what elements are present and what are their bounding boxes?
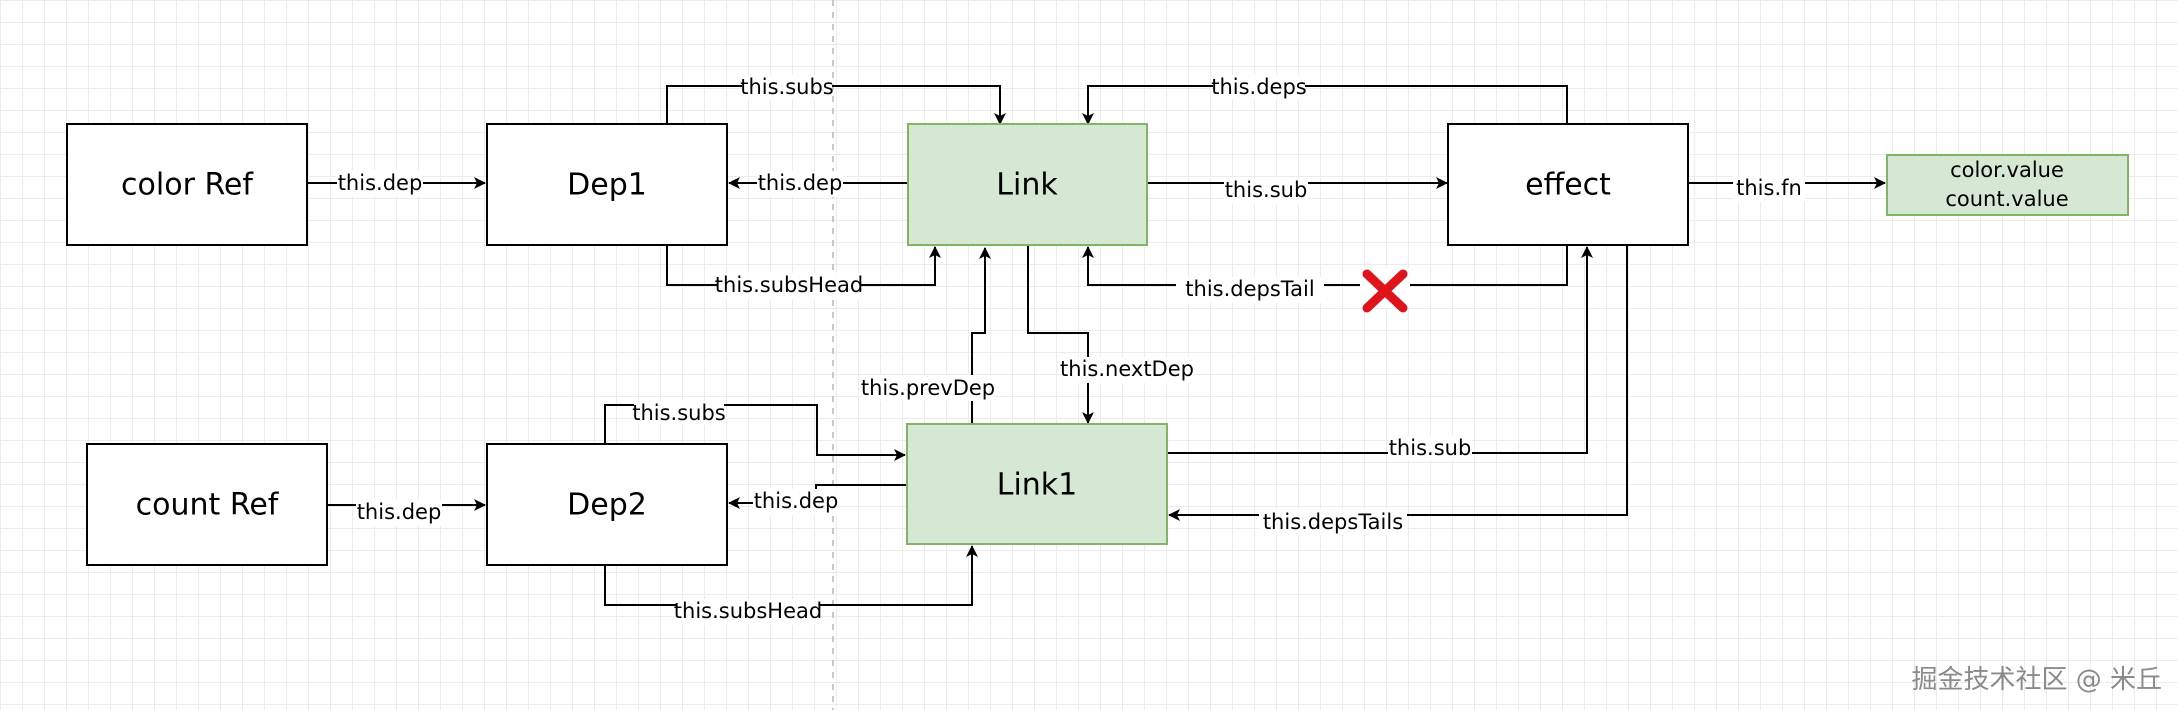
edge-effect-depstail bbox=[1082, 245, 1568, 286]
label-effect-fn: this.fn bbox=[1736, 176, 1802, 200]
label-dep1-subshead: this.subsHead bbox=[715, 273, 863, 297]
node-fn-values bbox=[1886, 154, 2129, 216]
label-dep2-subs: this.subs bbox=[632, 401, 726, 425]
label-dep1-subs: this.subs bbox=[740, 75, 834, 99]
node-count-ref-label: count Ref bbox=[136, 488, 280, 523]
edge-labels: this.dep this.subs this.dep this.subsHea… bbox=[337, 75, 1805, 625]
watermark: 掘金技术社区 @ 米丘 bbox=[1911, 665, 2162, 695]
node-fn-line2: count.value bbox=[1945, 187, 2068, 211]
label-dep2-subshead: this.subsHead bbox=[674, 599, 822, 623]
label-link1-sub: this.sub bbox=[1389, 436, 1472, 460]
node-dep1-label: Dep1 bbox=[567, 168, 647, 203]
node-count-ref bbox=[86, 443, 328, 566]
red-x-icon bbox=[1360, 268, 1410, 313]
node-dep2-label: Dep2 bbox=[567, 488, 647, 523]
label-link1-prevdep: this.prevDep bbox=[861, 376, 995, 400]
node-fn-line1: color.value bbox=[1950, 158, 2064, 182]
label-link-sub: this.sub bbox=[1225, 178, 1308, 202]
label-color-dep: this.dep bbox=[338, 171, 423, 195]
edge-link1-sub bbox=[1167, 246, 1593, 454]
node-color-ref-label: color Ref bbox=[121, 168, 254, 203]
label-link-dep: this.dep bbox=[758, 171, 843, 195]
label-effect-deps: this.deps bbox=[1211, 75, 1307, 99]
edge-effect-deps bbox=[1082, 85, 1568, 125]
label-count-dep: this.dep bbox=[357, 500, 442, 524]
node-dep1 bbox=[486, 123, 728, 246]
node-link1 bbox=[906, 423, 1168, 545]
label-effect-depstail: this.depsTail bbox=[1185, 277, 1314, 301]
node-dep2 bbox=[486, 443, 728, 566]
node-link bbox=[907, 123, 1148, 246]
edge-link-nextdep bbox=[1027, 245, 1094, 424]
node-link-label: Link bbox=[996, 168, 1058, 203]
nodes: color Ref Dep1 Link effect color.value c… bbox=[66, 123, 2129, 566]
node-link1-label: Link1 bbox=[997, 468, 1078, 503]
node-color-ref bbox=[66, 123, 308, 246]
edge-dep1-subs bbox=[666, 85, 1006, 125]
edge-dep2-subs bbox=[604, 404, 906, 461]
label-effect-depstails: this.depsTails bbox=[1263, 510, 1403, 534]
label-link-nextdep: this.nextDep bbox=[1060, 357, 1194, 381]
node-effect bbox=[1447, 123, 1689, 246]
node-effect-label: effect bbox=[1525, 168, 1611, 203]
label-link1-dep: this.dep bbox=[754, 489, 839, 513]
